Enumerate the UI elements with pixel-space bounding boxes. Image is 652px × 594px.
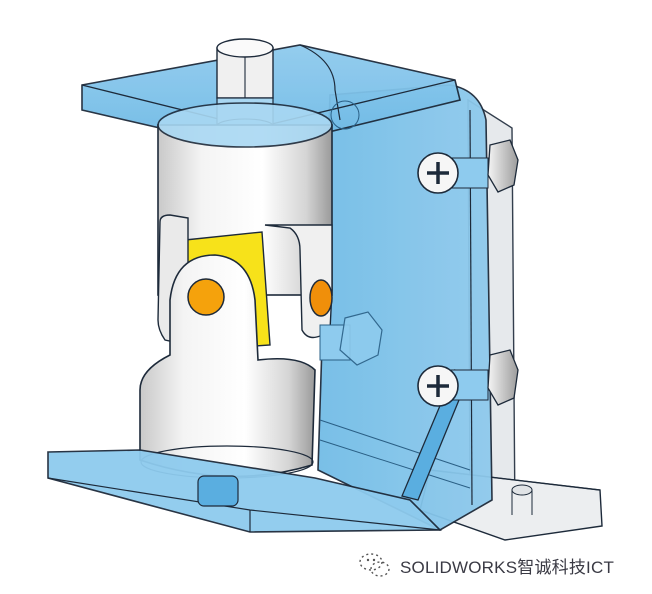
watermark-text: SOLIDWORKS智诚科技ICT (400, 557, 615, 577)
phillips-screw-lower (417, 365, 489, 407)
hex-nut-center (319, 311, 383, 366)
pivot-pin-left (187, 278, 225, 316)
hex-nut-lower (487, 349, 519, 406)
base-plate (47, 449, 442, 533)
hex-nut-upper (487, 139, 519, 193)
pivot-pin-right (309, 279, 333, 317)
phillips-screw-upper (417, 152, 489, 194)
wechat-icon (359, 553, 390, 577)
side-mount-plate (317, 84, 493, 531)
watermark: SOLIDWORKS智诚科技ICT (358, 548, 614, 582)
